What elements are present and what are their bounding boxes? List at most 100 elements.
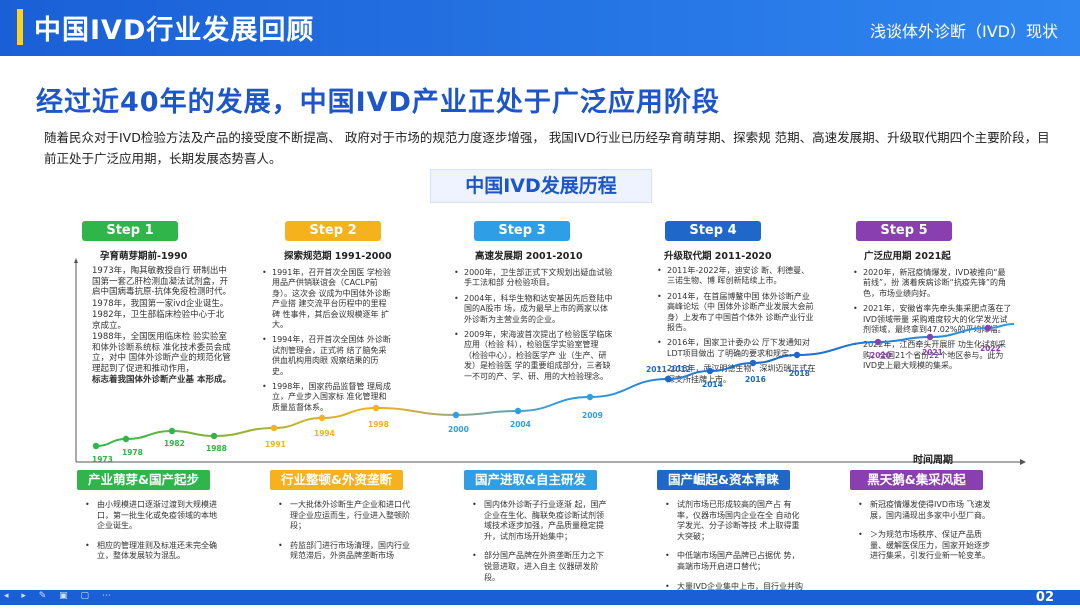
stage-category-1: 产业萌芽&国产起步 bbox=[77, 470, 210, 490]
year-label-2011-2012: 2011-2012 bbox=[646, 365, 691, 374]
year-point-2018 bbox=[793, 351, 801, 359]
stage-category-2: 行业整顿&外资垄断 bbox=[270, 470, 403, 490]
year-label-2020: 2020 bbox=[870, 351, 891, 360]
page-number: 02 bbox=[1035, 590, 1054, 605]
summary-item: 药监部门进行市场清理，国内行业规范滞后，外资品牌垄断市场 bbox=[276, 541, 416, 562]
stage-category-4: 国产崛起&资本青睐 bbox=[657, 470, 790, 490]
summary-item: 一大批体外诊断生产企业和进口代理企业应运而生，行业进入整顿阶段； bbox=[276, 500, 416, 532]
milestone-item: 标志着我国体外诊断产业基 本形成。 bbox=[92, 375, 231, 385]
time-axis-label: 时间周期 bbox=[913, 455, 953, 466]
milestone-item: 2000年，卫生部正式下文规划出疑血试验手工法和部 分检验项目。 bbox=[454, 268, 614, 289]
milestone-item: 1973年，陶其敏教授自行 研制出中国第一套乙肝检测血凝法试剂盒，开启中国病毒抗… bbox=[92, 266, 232, 297]
year-point-1978 bbox=[122, 435, 130, 443]
y-axis-arrow bbox=[74, 258, 78, 263]
milestones-step-3: 2000年，卫生部正式下文规划出疑血试验手工法和部 分检验项目。 2004年，科华… bbox=[454, 268, 614, 387]
year-point-1982 bbox=[168, 427, 176, 435]
year-label-2018: 2018 bbox=[789, 369, 810, 378]
milestone-item: 1982年，卫生部临床检验中心于北京成立。 bbox=[92, 310, 225, 331]
year-label-1998: 1998 bbox=[368, 420, 389, 429]
milestone-item: 1994年，召开首次全国体 外诊断试剂管理会，正式将 结了脑免采供血机构用肉眼 … bbox=[262, 335, 392, 377]
stage-summary-1: 由小规模进口逐渐过渡到大规模进口，第一批生化或免疫领域的本地企业诞生。相应的管理… bbox=[83, 500, 223, 571]
year-point-2011-2012 bbox=[664, 375, 672, 383]
year-point-1988 bbox=[210, 432, 218, 440]
step-3-badge: Step 3 bbox=[474, 221, 570, 241]
year-label-2021: 2021 bbox=[922, 348, 943, 357]
summary-item: 试剂市场已形成较高的国产占 有率，仪器市场国内企业在全 自动化学发光、分子诊断等… bbox=[663, 500, 803, 542]
headline: 经过近40年的发展，中国IVD产业正处于广泛应用阶段 bbox=[36, 87, 720, 118]
step-5-badge: Step 5 bbox=[856, 221, 952, 241]
year-label-2009: 2009 bbox=[582, 411, 603, 420]
stage-category-3: 国产进取&自主研发 bbox=[464, 470, 597, 490]
milestone-item: 2021年，安徽省率先牵头集采肥点落在了IVD领域带量 采购难度较大的化学发光试… bbox=[853, 304, 1013, 335]
year-point-1973 bbox=[92, 442, 100, 450]
milestone-item: 2018年，武汉明德生物、深圳迈瑞正式在深交所挂牌上市。 bbox=[657, 364, 817, 385]
year-point-2009 bbox=[586, 393, 594, 401]
nav-icons[interactable]: ◂ ▸ ✎ ▣ ▢ ⋯ bbox=[4, 591, 116, 601]
milestones-step-5: 2020年，新冠疫情爆发，IVD被推向“最前线”，扮 演着疾病诊断“抗疫先锋”的… bbox=[853, 268, 1013, 377]
milestone-item: 1988年，全国医用临床检 验实验室和体外诊断系统标 准化技术委员会成立，对中 … bbox=[92, 332, 231, 374]
summary-item: 国内体外诊断子行业逐渐 起，国产企业在生化、酶联免疫诊断试剂领域技术逐步加强，产… bbox=[470, 500, 610, 542]
stage-summary-3: 国内体外诊断子行业逐渐 起，国产企业在生化、酶联免疫诊断试剂领域技术逐步加强，产… bbox=[470, 500, 610, 592]
year-label-1973: 1973 bbox=[92, 455, 113, 464]
milestone-item: 2016年，国家卫计委办公 厅下发通知对LDT项目做出 了明确的要求和规定。 bbox=[657, 338, 817, 359]
year-label-1978: 1978 bbox=[122, 448, 143, 457]
year-point-2014 bbox=[706, 367, 714, 375]
summary-item: 新冠疫情爆发使得IVD市场 飞速发展，国内涌现出多家中小型厂商。 bbox=[856, 500, 996, 521]
summary-item: 部分国产品牌在外资垄断压力之下锐意进取，进入自主 仪器研发阶段。 bbox=[470, 551, 610, 583]
step-4-badge: Step 4 bbox=[665, 221, 761, 241]
milestones-step-4: 2011年-2022年，迪安诊 断、利德曼、三诺生物、博 晖创新陆续上市。 201… bbox=[657, 266, 817, 390]
step-3-period: 高速发展期 2001-2010 bbox=[475, 251, 583, 262]
year-point-1998 bbox=[372, 404, 380, 412]
milestone-item: 2009年，宋海波首次提出了检验医学临床应用（检验 科），检验医学实验室管理（检… bbox=[454, 330, 614, 382]
year-point-2004 bbox=[514, 407, 522, 415]
step-1-badge: Step 1 bbox=[82, 221, 178, 241]
section-title: 浅谈体外诊断（IVD）现状 bbox=[870, 22, 1058, 41]
milestones-step-2: 1991年，召开首次全国医 学检验用品产供销联谊会（CACLP前身）。这次会 议… bbox=[262, 268, 392, 418]
milestone-item: 2020年，新冠疫情爆发，IVD被推向“最前线”，扮 演着疾病诊断“抗疫先锋”的… bbox=[853, 268, 1013, 299]
footer-bar: ◂ ▸ ✎ ▣ ▢ ⋯ 02 bbox=[0, 590, 1080, 605]
page-title: 中国IVD行业发展回顾 bbox=[34, 15, 315, 46]
year-label-1982: 1982 bbox=[164, 439, 185, 448]
year-point-1991 bbox=[270, 424, 278, 432]
stage-summary-2: 一大批体外诊断生产企业和进口代理企业应运而生，行业进入整顿阶段； 药监部门进行市场… bbox=[276, 500, 416, 571]
year-label-2016: 2016 bbox=[745, 375, 766, 384]
year-label-2022: 2022 bbox=[980, 344, 1001, 353]
year-label-2000: 2000 bbox=[448, 425, 469, 434]
step-2-period: 探索规范期 1991-2000 bbox=[284, 251, 392, 262]
year-label-1991: 1991 bbox=[265, 440, 286, 449]
stage-summary-5: 新冠疫情爆发使得IVD市场 飞速发展，国内涌现出多家中小型厂商。 ＞为规范市场秩序… bbox=[856, 500, 996, 571]
title-accent-bar bbox=[17, 9, 23, 45]
step-2-badge: Step 2 bbox=[285, 221, 381, 241]
x-axis-arrow bbox=[1020, 459, 1026, 465]
milestone-item: 2004年，科华生物和达安基因先后登陆中国的A股市 场，成为最早上市的两家以体外… bbox=[454, 294, 614, 325]
intro-paragraph: 随着民众对于IVD检验方法及产品的接受度不断提高、 政府对于市场的规范力度逐步增… bbox=[44, 130, 1050, 166]
milestones-step-1: 1973年，陶其敏教授自行 研制出中国第一套乙肝检测血凝法试剂盒，开启中国病毒抗… bbox=[92, 266, 232, 387]
year-label-2004: 2004 bbox=[510, 420, 531, 429]
step-1-period: 孕育萌芽期前-1990 bbox=[100, 251, 188, 262]
summary-item: 由小规模进口逐渐过渡到大规模进口，第一批生化或免疫领域的本地企业诞生。 bbox=[83, 500, 223, 532]
milestone-item: 2014年，在首届博鳌中国 体外诊断产业高峰论坛（中 国体外诊断产业发展大会前身… bbox=[657, 292, 817, 334]
stage-category-5: 黑天鹅&集采风起 bbox=[850, 470, 983, 490]
year-label-1988: 1988 bbox=[206, 444, 227, 453]
milestone-item: 2022年，江西牵头开展肝 功生化试剂采购，全国21个省份22个地区参与。此为I… bbox=[853, 340, 1013, 371]
milestone-item: 2011年-2022年，迪安诊 断、利德曼、三诺生物、博 晖创新陆续上市。 bbox=[657, 266, 817, 287]
milestone-item: 1978年，我国第一家ivd企业诞生。 bbox=[92, 298, 229, 309]
year-label-1994: 1994 bbox=[314, 429, 335, 438]
step-4-period: 升级取代期 2011-2020 bbox=[664, 251, 772, 262]
header-bar: 中国IVD行业发展回顾 浅谈体外诊断（IVD）现状 bbox=[0, 0, 1080, 56]
year-point-2021 bbox=[926, 333, 934, 341]
milestone-item: 1991年，召开首次全国医 学检验用品产供销联谊会（CACLP前身）。这次会 议… bbox=[262, 268, 392, 330]
milestone-item: 1998年，国家药品监督管 理局成立，产业步入国家标 准化管理和质量监督体系。 bbox=[262, 382, 392, 413]
history-title: 中国IVD发展历程 bbox=[430, 169, 652, 203]
step-5-period: 广泛应用期 2021起 bbox=[864, 251, 951, 262]
year-label-2014: 2014 bbox=[702, 380, 723, 389]
summary-item: 相应的管理准则及标准还未完全确立，整体发展较为混乱。 bbox=[83, 541, 223, 562]
year-point-2020 bbox=[874, 338, 882, 346]
year-point-1994 bbox=[318, 414, 326, 422]
year-point-2016 bbox=[749, 359, 757, 367]
year-point-2000 bbox=[452, 411, 460, 419]
summary-item: 中低端市场国产品牌已占据优 势，高端市场开启进口替代； bbox=[663, 551, 803, 572]
summary-item: ＞为规范市场秩序、保证产品质量、缓解医保压力，国家开始逐步进行集采，引发行业新一… bbox=[856, 530, 996, 562]
year-point-2022 bbox=[984, 324, 992, 332]
